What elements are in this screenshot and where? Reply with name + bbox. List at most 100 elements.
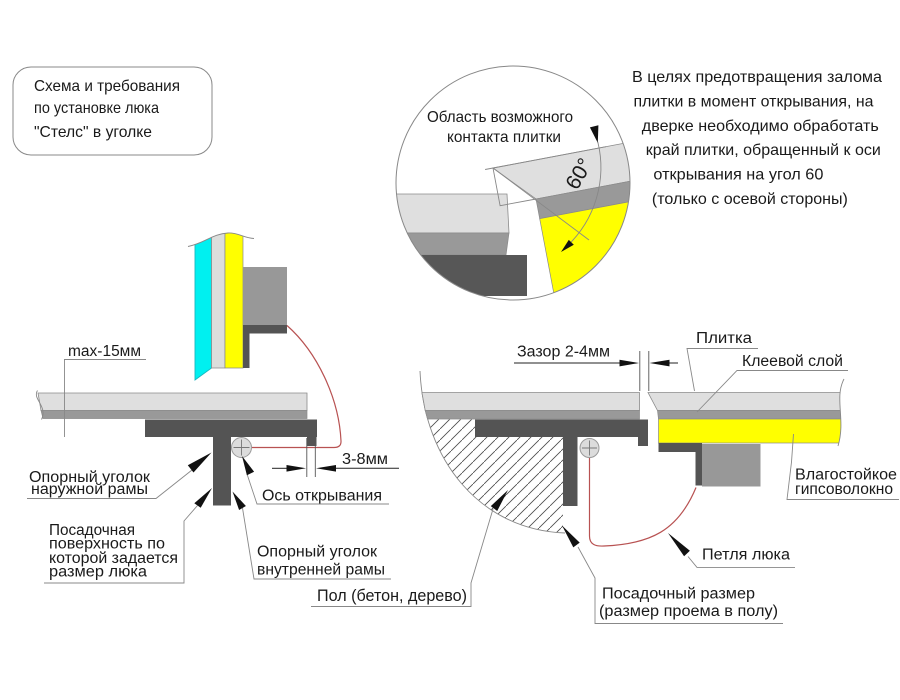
detail-floor-angle bbox=[396, 255, 527, 296]
right-outer-angle-lip bbox=[638, 437, 648, 446]
detail-floor-tile-layer bbox=[396, 193, 510, 234]
detail-angle-arrowhead-bottom bbox=[561, 239, 574, 252]
left-seat-label-1: Посадочная bbox=[49, 522, 135, 539]
right-frame-leg bbox=[563, 437, 578, 506]
detail-angle-arrowhead-top bbox=[589, 125, 599, 143]
right-door-angle-horizontal bbox=[658, 443, 702, 452]
left-door-angle-horizontal bbox=[243, 325, 287, 334]
right-door-block bbox=[702, 444, 761, 487]
right-floor-glue-layer bbox=[424, 410, 640, 420]
detail-removed-corner-outline bbox=[492, 167, 537, 207]
right-tile-label: Плитка bbox=[696, 330, 752, 347]
title-box-border bbox=[12, 66, 213, 156]
right-door-break-line bbox=[837, 378, 845, 447]
left-floor-break-line bbox=[35, 390, 44, 420]
left-floor-tile-layer bbox=[37, 392, 308, 411]
right-floor-hatch bbox=[427, 419, 565, 533]
right-seat-label-2: (размер проема в полу) bbox=[599, 603, 778, 620]
right-dim-label: Зазор 2-4мм bbox=[517, 344, 610, 361]
left-inner-angle-label-1: Опорный уголок bbox=[257, 544, 377, 561]
right-diagram: Зазор 2-4мм Плитка Клеевой слой Влагосто… bbox=[311, 330, 899, 624]
left-seat-leader bbox=[44, 505, 198, 584]
right-glue-leader bbox=[696, 370, 848, 413]
left-max-leader bbox=[64, 359, 146, 437]
detail-angle-ray-a bbox=[485, 146, 607, 170]
left-outer-angle-lip bbox=[307, 437, 317, 446]
left-door-tile-layer bbox=[194, 229, 212, 381]
right-door-tile-layer bbox=[647, 392, 849, 411]
detail-caption-line-2: контакта плитки bbox=[447, 129, 561, 146]
left-max-label: max-15мм bbox=[68, 343, 141, 360]
detail-caption-line-1: Область возможного bbox=[427, 109, 573, 126]
right-door-angle-vertical bbox=[695, 452, 702, 486]
left-door-angle-vertical bbox=[243, 333, 250, 368]
left-swing-arc bbox=[252, 325, 342, 449]
note-line-4: край плитки, обращенный к оси bbox=[646, 142, 881, 159]
left-dim-label: 3-8мм bbox=[342, 451, 388, 468]
left-outer-angle-label-1: Опорный уголок bbox=[29, 469, 150, 486]
left-diagram: 3-8мм max-15мм Опорный уголок наружной р… bbox=[27, 215, 399, 584]
detail-door-glue-layer bbox=[535, 170, 630, 220]
right-door-break-mask bbox=[838, 379, 856, 446]
note-line-2: плитки в момент открывания, на bbox=[634, 93, 874, 110]
detail-floor-glue-layer bbox=[396, 232, 510, 256]
note-text: В целях предотвращения залома плитки в м… bbox=[632, 69, 882, 208]
left-door-gypsum-layer bbox=[224, 227, 244, 369]
right-floor-label: Пол (бетон, дерево) bbox=[317, 586, 467, 605]
left-axis-arrow bbox=[242, 456, 255, 476]
note-line-5: открывания на угол 60 bbox=[653, 167, 823, 184]
note-line-1: В целях предотвращения залома bbox=[632, 69, 882, 86]
left-seat-label-4: размер люка bbox=[49, 564, 147, 581]
left-outer-angle-label-2: наружной рамы bbox=[31, 481, 148, 498]
right-hinge-leader bbox=[687, 556, 795, 568]
right-tile-leader bbox=[686, 348, 758, 392]
left-door-break-line bbox=[187, 232, 255, 247]
right-hinge-cross bbox=[582, 440, 597, 456]
left-axis-label: Ось открывания bbox=[262, 488, 382, 505]
right-gypsum-label-2: гипсоволокно bbox=[795, 481, 893, 498]
left-outer-angle-leader bbox=[27, 469, 193, 499]
right-floor-tile-layer bbox=[421, 392, 640, 411]
right-gypsum-leader bbox=[786, 433, 899, 500]
left-door-glue-layer bbox=[211, 227, 226, 369]
right-seat-arrow bbox=[562, 525, 580, 548]
note-line-3: дверке необходимо обработать bbox=[642, 118, 879, 135]
right-gypsum-label-1: Влагостойкое bbox=[795, 467, 897, 484]
detail-circle-outline bbox=[395, 65, 631, 301]
right-dim-arrow-right bbox=[649, 359, 670, 367]
left-door-block bbox=[243, 267, 287, 325]
right-outer-angle-bar bbox=[475, 419, 648, 437]
right-hinge-arrow bbox=[668, 533, 690, 557]
title-line-1: Схема и требования bbox=[34, 78, 180, 95]
left-inner-angle-leader bbox=[242, 507, 391, 580]
title-line-2: по установке люка bbox=[34, 100, 159, 117]
left-axis-leader bbox=[246, 473, 389, 505]
right-floor-leader bbox=[311, 508, 494, 607]
left-inner-angle-label-2: внутренней рамы bbox=[257, 562, 385, 579]
right-floor-arrow bbox=[490, 490, 508, 511]
right-hinge-label: Петля люка bbox=[702, 547, 790, 564]
left-seat-label-2: поверхность по bbox=[49, 536, 165, 553]
left-outer-angle-bar bbox=[145, 419, 317, 437]
right-seat-leader bbox=[577, 546, 783, 624]
right-swing-arc bbox=[588, 457, 697, 547]
right-door-gypsum-layer bbox=[658, 418, 849, 444]
left-outer-angle-arrow bbox=[187, 452, 212, 473]
note-line-6: (только с осевой стороны) bbox=[652, 191, 848, 208]
detail-angle-arc bbox=[566, 141, 602, 247]
right-seat-label-1: Посадочный размер bbox=[602, 586, 755, 603]
left-dim-arrow-right bbox=[316, 465, 336, 472]
left-frame-leg bbox=[213, 437, 231, 506]
right-glue-label: Клеевой слой bbox=[742, 353, 843, 370]
left-floor-glue-layer bbox=[40, 410, 308, 419]
detail-angle-ray-b bbox=[492, 167, 590, 241]
title-box: Схема и требования по установке люка "Ст… bbox=[12, 66, 213, 156]
left-inner-angle-arrow bbox=[232, 491, 246, 510]
left-hinge-cross bbox=[233, 439, 250, 456]
title-line-3: "Стелс" в уголке bbox=[34, 124, 152, 141]
left-seat-label-3: которой задается bbox=[49, 550, 178, 567]
left-dim-arrow-left bbox=[286, 465, 306, 472]
right-door-glue-layer bbox=[657, 410, 849, 420]
left-seat-arrow bbox=[194, 488, 212, 508]
